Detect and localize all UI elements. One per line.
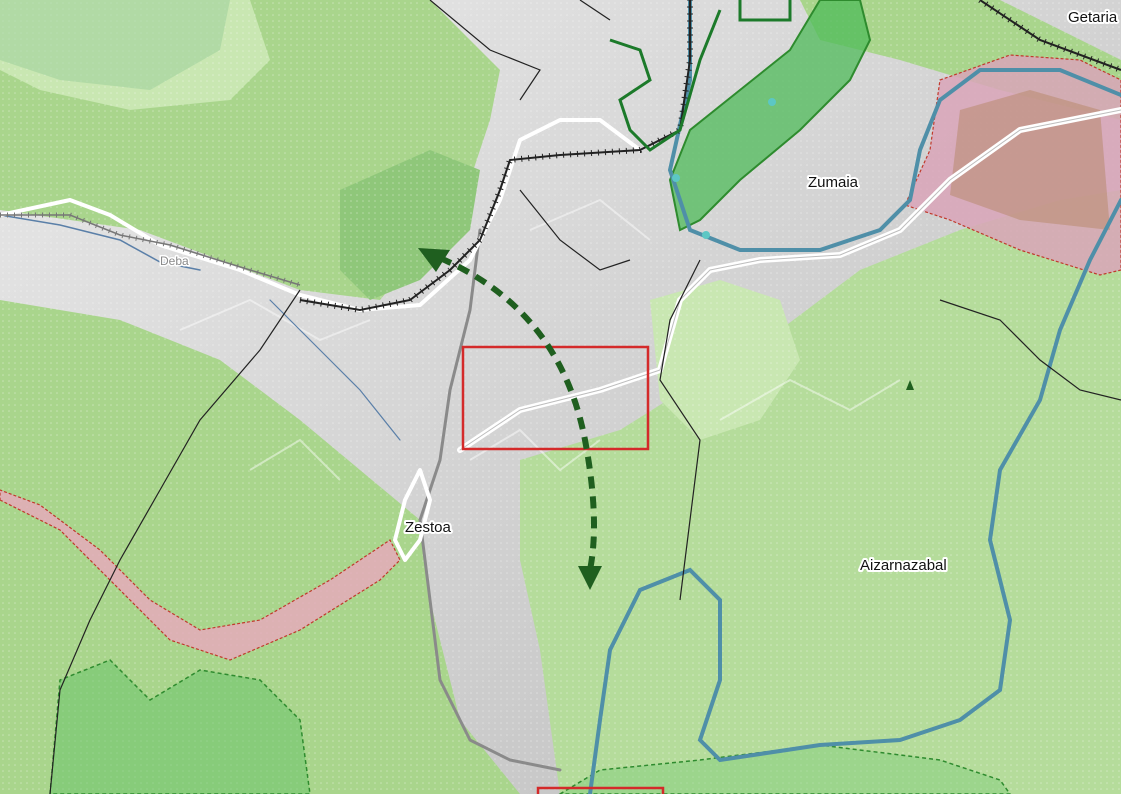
road-west [0,118,642,312]
pink-corridors [0,54,1121,661]
ridge-line [719,378,901,421]
ridge-line [179,298,371,342]
arrow-path [438,255,597,571]
protected-area-south [49,659,311,794]
study-area-box-bottom[interactable] [536,786,665,794]
place-label-deba[interactable]: Deba [159,253,191,270]
arrow-head-south [578,566,602,590]
ridge-line [249,438,341,481]
arrow-head-north [418,248,450,272]
trail-line [738,0,792,22]
protected-area-top-left [0,0,230,90]
admin-boundaries [49,0,1121,794]
river-zumaia [667,0,1121,252]
ridge-line [529,198,651,241]
water-point-icon [768,98,776,106]
railway-ties [299,0,693,314]
place-label-getaria[interactable]: Getaria [1066,7,1120,28]
place-label-aizarnazabal[interactable]: Aizarnazabal [858,555,949,576]
roads [0,107,1121,772]
protected-area-bottom [558,744,1011,794]
summit-icon [906,380,914,390]
admin-boundary [49,289,301,794]
admin-boundary [579,0,611,21]
highway-ap8-center [459,109,1121,451]
road-n634 [418,228,562,772]
railway-line-deba [0,214,301,286]
admin-boundary [519,189,631,271]
protected-area-zumaia [668,0,872,232]
railway-line-getaria [979,0,1121,71]
admin-boundary [939,299,1121,401]
pink-corridor-east-inner [950,90,1110,230]
place-label-zumaia[interactable]: Zumaia [806,172,861,193]
protected-areas [0,0,1011,794]
road-zestoa-loop [393,468,432,562]
admin-boundary [659,259,701,601]
water-point-icon [672,174,680,182]
river-urola [588,198,1121,794]
admin-boundary [429,0,541,101]
stream [269,299,401,441]
relief-ridges [179,198,901,481]
trail-line [609,9,722,152]
double-headed-dashed-arrow-icon [418,248,602,590]
study-area-box[interactable] [461,345,650,451]
pink-corridor-west [0,489,401,661]
railways [0,0,1121,314]
water-point-icon [702,231,710,239]
place-label-zestoa[interactable]: Zestoa [403,517,454,538]
river-west [0,214,201,271]
